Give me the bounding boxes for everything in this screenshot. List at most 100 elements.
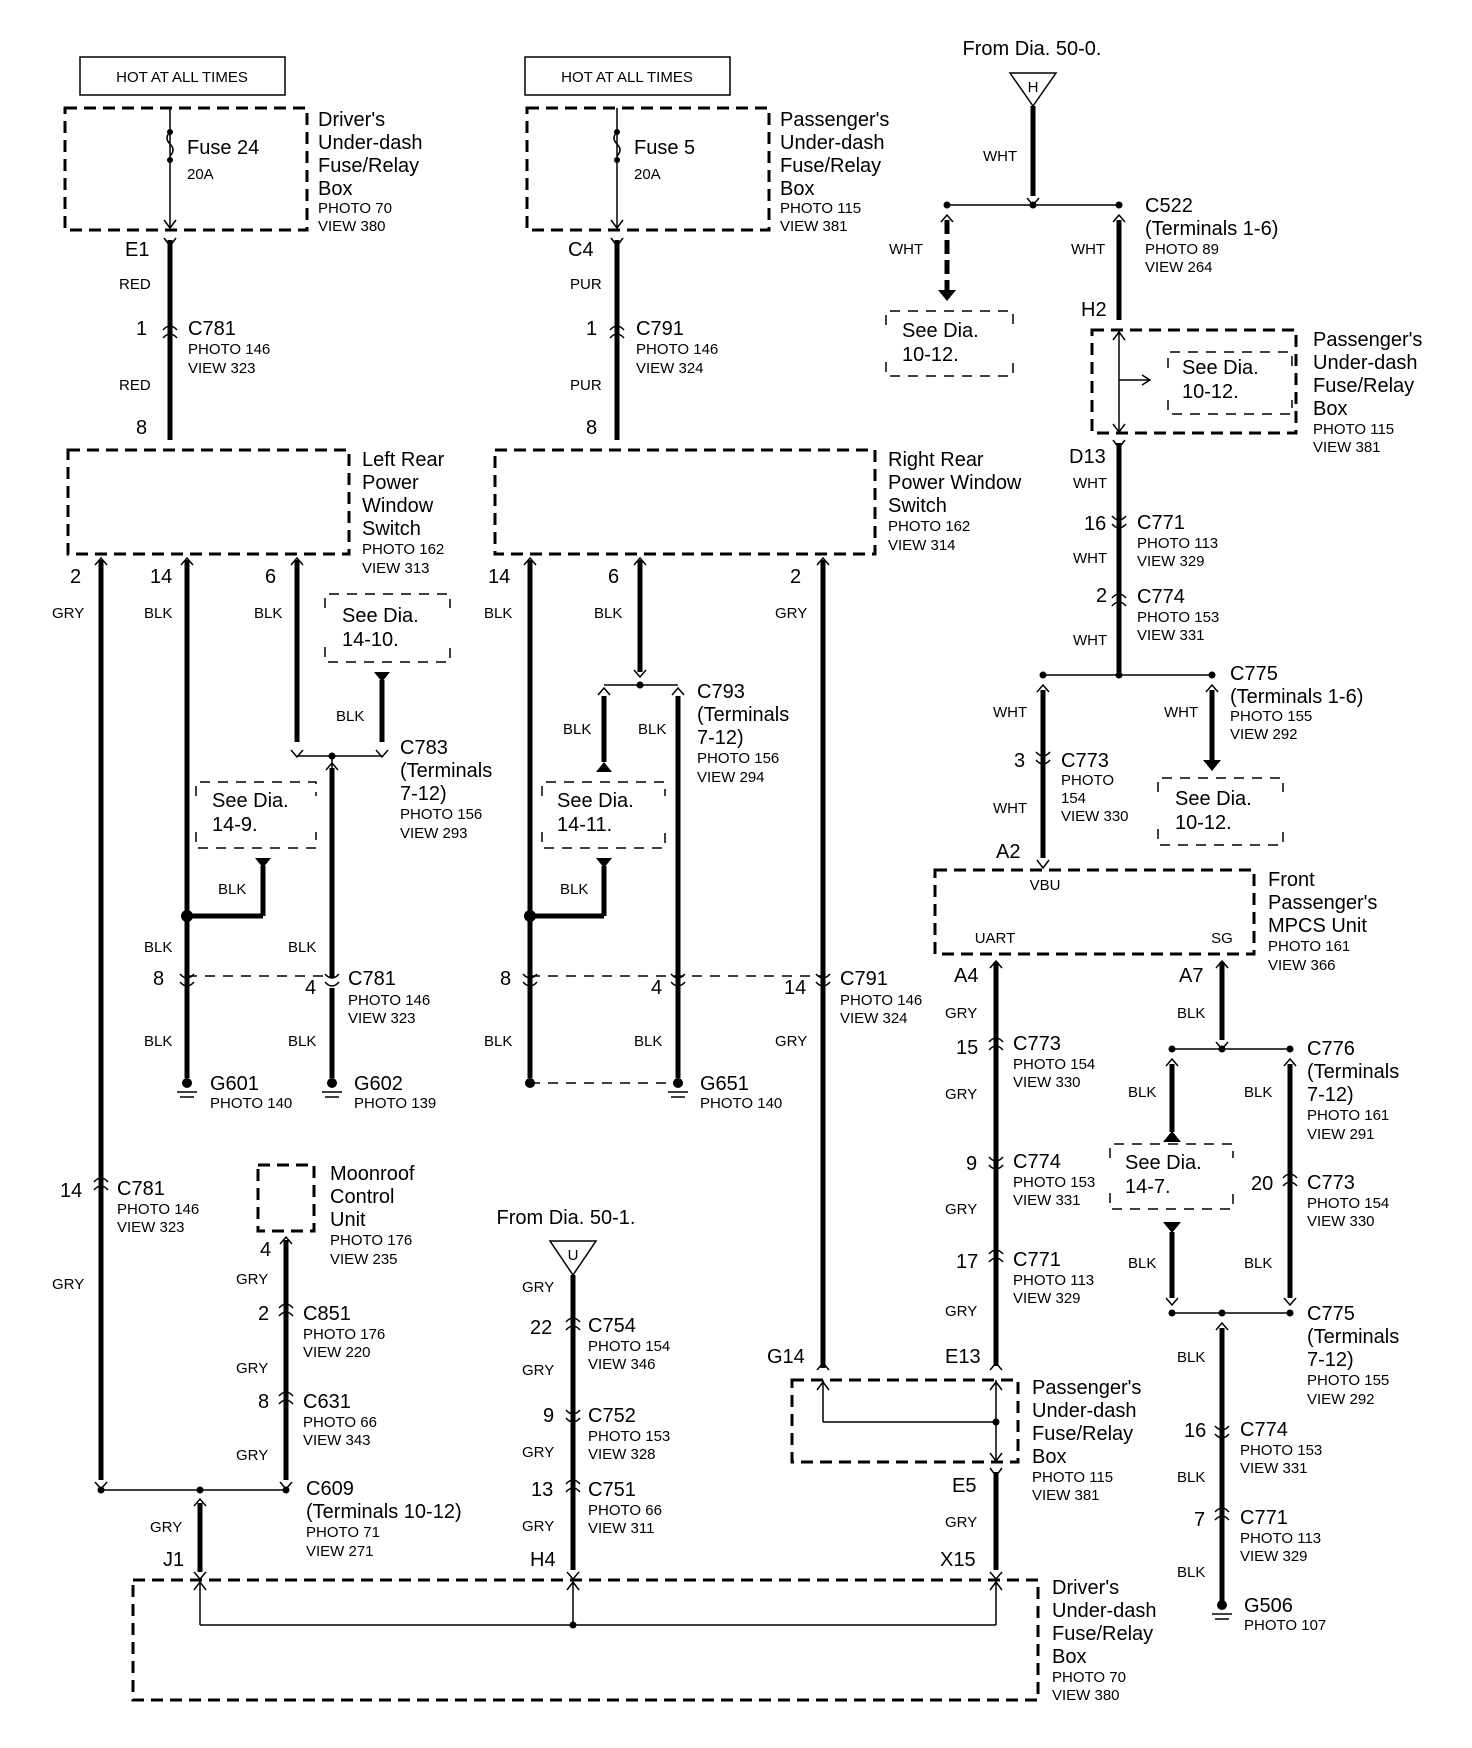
svg-text:WHT: WHT: [889, 241, 923, 258]
svg-text:Front: Front: [1268, 869, 1315, 891]
svg-text:VIEW 294: VIEW 294: [697, 769, 765, 786]
svg-text:BLK: BLK: [484, 605, 512, 622]
svg-text:9: 9: [966, 1153, 977, 1175]
svg-text:8: 8: [586, 417, 597, 439]
svg-text:BLK: BLK: [1128, 1084, 1156, 1101]
ground-g651: G651 PHOTO 140: [668, 1073, 782, 1112]
svg-text:VBU: VBU: [1030, 877, 1061, 894]
connector-c771-c: C771 PHOTO 113 VIEW 329: [1240, 1507, 1321, 1565]
svg-text:Passenger's: Passenger's: [780, 109, 889, 131]
svg-text:PHOTO 107: PHOTO 107: [1244, 1617, 1326, 1634]
svg-text:8: 8: [153, 968, 164, 990]
svg-text:GRY: GRY: [522, 1279, 554, 1296]
svg-text:VIEW 331: VIEW 331: [1013, 1192, 1081, 1209]
svg-text:PHOTO 176: PHOTO 176: [303, 1326, 385, 1343]
terminal-h2: H2: [1081, 299, 1107, 321]
svg-text:PHOTO 176: PHOTO 176: [330, 1232, 412, 1249]
from-dia-50-1: From Dia. 50-1.: [497, 1207, 636, 1229]
svg-text:Under-dash: Under-dash: [318, 132, 423, 154]
svg-text:PHOTO 154: PHOTO 154: [1307, 1195, 1389, 1212]
connector-c773-a: C773 PHOTO 154 VIEW 330: [1061, 750, 1129, 825]
svg-text:PHOTO 146: PHOTO 146: [348, 992, 430, 1009]
svg-text:C775: C775: [1307, 1303, 1355, 1325]
svg-text:PHOTO 140: PHOTO 140: [210, 1095, 292, 1112]
svg-text:Under-dash: Under-dash: [1052, 1600, 1157, 1622]
svg-text:VIEW 292: VIEW 292: [1230, 726, 1298, 743]
svg-text:G506: G506: [1244, 1595, 1293, 1617]
connector-c771-a: C771 PHOTO 113 VIEW 329: [1137, 512, 1218, 570]
svg-text:PUR: PUR: [570, 276, 602, 293]
svg-text:10-12.: 10-12.: [902, 344, 959, 366]
svg-text:RED: RED: [119, 377, 151, 394]
hot-at-all-times-label-left: HOT AT ALL TIMES: [79, 56, 286, 96]
see-dia-14-10: See Dia. 14-10.: [324, 593, 451, 663]
svg-text:Left Rear: Left Rear: [362, 449, 445, 471]
svg-text:PHOTO 154: PHOTO 154: [588, 1338, 670, 1355]
svg-text:7-12): 7-12): [1307, 1349, 1354, 1371]
connector-c791-b: C791 PHOTO 146 VIEW 324: [840, 968, 922, 1027]
svg-text:Driver's: Driver's: [318, 109, 385, 131]
svg-text:1: 1: [586, 318, 597, 340]
svg-text:BLK: BLK: [254, 605, 282, 622]
svg-text:2: 2: [1096, 585, 1107, 607]
svg-text:14: 14: [60, 1180, 82, 1202]
svg-text:BLK: BLK: [144, 605, 172, 622]
svg-text:MPCS Unit: MPCS Unit: [1268, 915, 1367, 937]
svg-text:VIEW 324: VIEW 324: [840, 1010, 908, 1027]
svg-text:See Dia.: See Dia.: [557, 790, 634, 812]
svg-text:BLK: BLK: [1177, 1469, 1205, 1486]
svg-text:BLK: BLK: [288, 939, 316, 956]
svg-text:PHOTO 153: PHOTO 153: [588, 1428, 670, 1445]
svg-text:BLK: BLK: [1177, 1564, 1205, 1581]
svg-text:4: 4: [651, 977, 662, 999]
svg-text:2: 2: [790, 566, 801, 588]
hot-at-all-times-label-mid: HOT AT ALL TIMES: [524, 56, 731, 96]
terminal-a7: A7: [1179, 965, 1203, 987]
svg-text:VIEW 381: VIEW 381: [1032, 1487, 1100, 1504]
svg-text:VIEW 330: VIEW 330: [1307, 1213, 1375, 1230]
svg-text:BLK: BLK: [1244, 1255, 1272, 1272]
ref-triangle-u: U: [548, 1240, 598, 1277]
svg-text:10-12.: 10-12.: [1182, 381, 1239, 403]
svg-text:VIEW 264: VIEW 264: [1145, 259, 1213, 276]
svg-text:See Dia.: See Dia.: [1182, 357, 1259, 379]
svg-text:WHT: WHT: [1073, 550, 1107, 567]
svg-text:Control: Control: [330, 1186, 394, 1208]
svg-text:10-12.: 10-12.: [1175, 812, 1232, 834]
svg-text:VIEW 235: VIEW 235: [330, 1251, 398, 1268]
svg-text:9: 9: [543, 1405, 554, 1427]
svg-text:BLK: BLK: [638, 721, 666, 738]
connector-c774-c: C774 PHOTO 153 VIEW 331: [1240, 1419, 1322, 1477]
svg-text:VIEW 381: VIEW 381: [1313, 439, 1381, 456]
ground-g602: G602 PHOTO 139: [322, 1073, 436, 1112]
svg-text:PHOTO 70: PHOTO 70: [1052, 1669, 1126, 1686]
svg-text:HOT AT ALL TIMES: HOT AT ALL TIMES: [116, 69, 248, 86]
svg-text:G651: G651: [700, 1073, 749, 1095]
connector-c775-b: C775 (Terminals 7-12) PHOTO 155 VIEW 292: [1307, 1303, 1399, 1408]
terminal-x15: X15: [940, 1549, 976, 1571]
svg-text:GRY: GRY: [945, 1514, 977, 1531]
terminal-h4: H4: [530, 1549, 556, 1571]
svg-text:(Terminals: (Terminals: [400, 760, 492, 782]
connector-c781-c: C781 PHOTO 146 VIEW 323: [117, 1178, 199, 1236]
svg-text:VIEW 293: VIEW 293: [400, 825, 468, 842]
svg-text:14-7.: 14-7.: [1125, 1176, 1171, 1198]
svg-text:(Terminals: (Terminals: [1307, 1061, 1399, 1083]
svg-text:(Terminals 1-6): (Terminals 1-6): [1230, 686, 1363, 708]
svg-text:BLK: BLK: [144, 939, 172, 956]
svg-text:VIEW 313: VIEW 313: [362, 560, 430, 577]
svg-text:GRY: GRY: [522, 1362, 554, 1379]
connector-c631: C631 PHOTO 66 VIEW 343: [303, 1391, 377, 1449]
svg-text:Right Rear: Right Rear: [888, 449, 984, 471]
connector-c781-b: C781 PHOTO 146 VIEW 323: [348, 968, 430, 1027]
svg-text:VIEW 366: VIEW 366: [1268, 957, 1336, 974]
svg-text:(Terminals 1-6): (Terminals 1-6): [1145, 218, 1278, 240]
svg-text:8: 8: [258, 1391, 269, 1413]
svg-text:C775: C775: [1230, 663, 1278, 685]
svg-text:PHOTO 153: PHOTO 153: [1013, 1174, 1095, 1191]
svg-text:BLK: BLK: [484, 1033, 512, 1050]
drivers-fuse-box-top: Fuse 24 20A Driver's Under-dash Fuse/Rel…: [63, 106, 423, 235]
svg-text:PHOTO 162: PHOTO 162: [362, 541, 444, 558]
front-passengers-mpcs-unit: VBU UART SG Front Passenger's MPCS Unit …: [933, 868, 1377, 974]
svg-text:PHOTO 66: PHOTO 66: [303, 1414, 377, 1431]
